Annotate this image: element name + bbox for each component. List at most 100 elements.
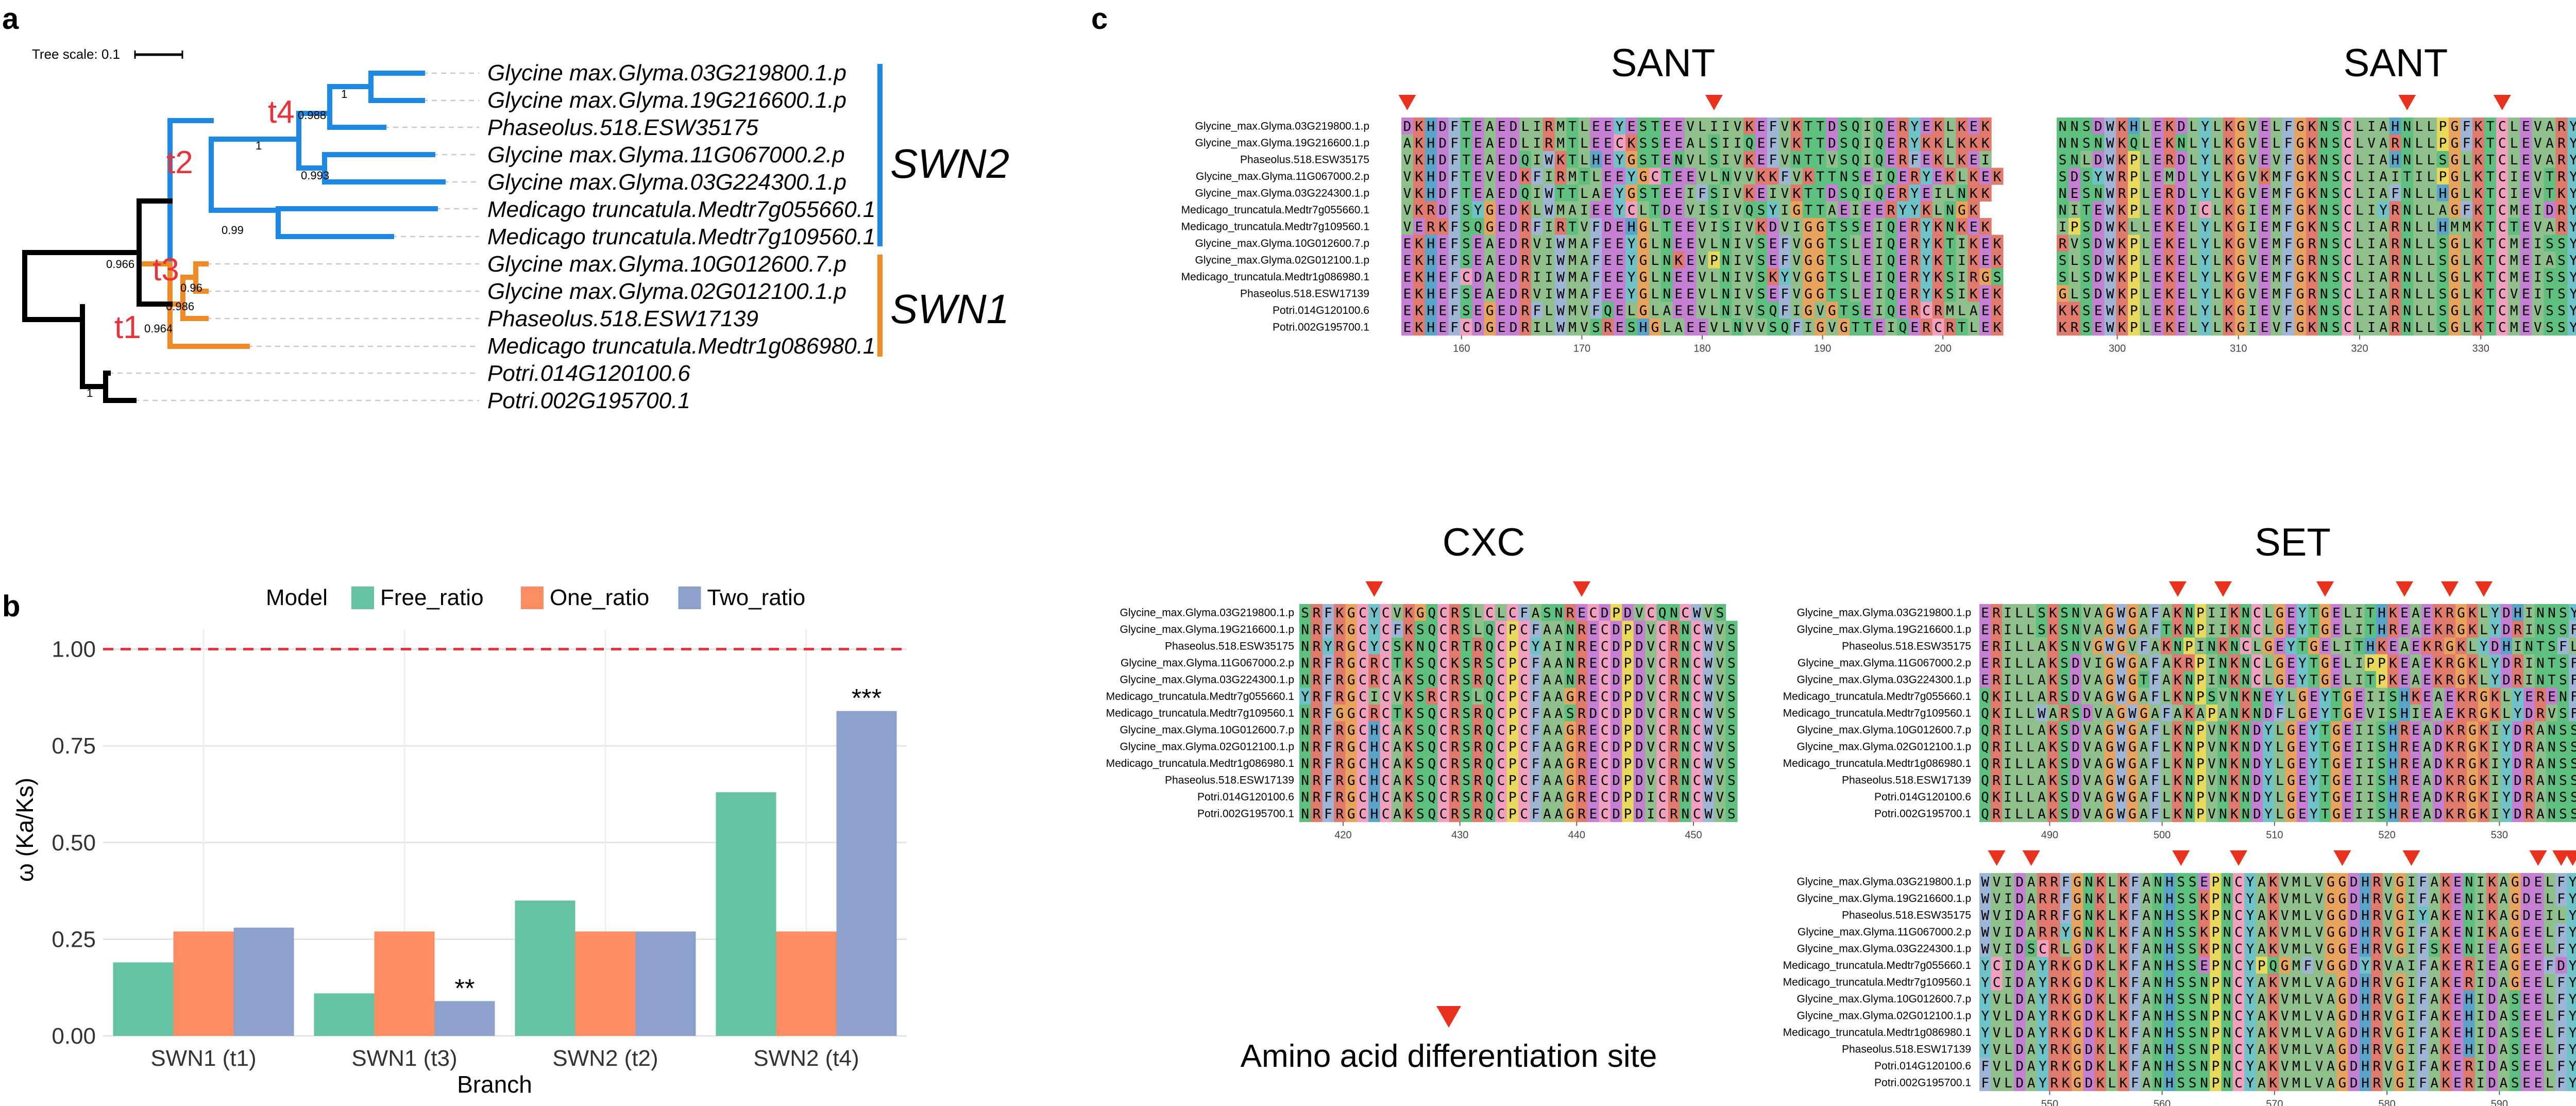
residue-letter: N	[2320, 186, 2328, 202]
residue-letter: S	[1710, 153, 1718, 168]
residue-letter: R	[2391, 203, 2399, 219]
residue-letter: D	[2434, 723, 2443, 739]
residue-letter: Y	[2264, 740, 2273, 755]
residue-letter: L	[2502, 690, 2511, 705]
residue-letter: F	[2151, 757, 2159, 772]
residue-letter: E	[1663, 153, 1671, 168]
residue-letter: E	[1887, 153, 1895, 168]
residue-letter: E	[1757, 186, 1766, 202]
residue-letter: C	[2344, 287, 2352, 302]
residue-letter: G	[2321, 623, 2329, 638]
residue-letter: R	[1578, 623, 1586, 638]
residue-letter: A	[2379, 186, 2387, 202]
residue-letter: G	[2106, 673, 2114, 688]
residue-letter: N	[1301, 723, 1309, 739]
residue-letter: C	[1693, 757, 1701, 772]
residue-letter: G	[2480, 690, 2488, 705]
residue-letter: T	[1663, 170, 1671, 185]
residue-letter: E	[1981, 639, 1989, 655]
sequence-name: Glycine_max.Glyma.11G067000.2.p	[1121, 657, 1294, 669]
residue-letter: F	[1533, 170, 1541, 185]
residue-letter: E	[1899, 220, 1907, 235]
residue-letter: P	[2130, 304, 2138, 319]
residue-letter: N	[2253, 690, 2261, 705]
residue-letter: P	[2196, 723, 2205, 739]
residue-letter: Y	[2201, 320, 2209, 336]
tip-labels: Glycine max.Glyma.03G219800.1.p Glycine …	[487, 60, 875, 413]
residue-cell	[1660, 118, 1673, 135]
residue-letter: R	[2557, 203, 2566, 219]
residue-letter: W	[1704, 723, 1713, 739]
residue-letter: C	[1693, 673, 1701, 688]
residue-letter: C	[2344, 136, 2352, 152]
residue-letter: G	[2296, 186, 2304, 202]
residue-letter: G	[1651, 320, 1659, 336]
residue-letter: R	[1992, 740, 2001, 755]
residue-letter: F	[2559, 639, 2567, 655]
residue-letter: Y	[1370, 606, 1379, 621]
residue-letter: R	[1313, 757, 1321, 772]
residue-letter: K	[2475, 320, 2483, 336]
residue-letter: T	[1828, 270, 1836, 286]
residue-letter: I	[1875, 220, 1884, 235]
residue-letter: Y	[1628, 170, 1636, 185]
residue-letter: D	[2094, 220, 2103, 235]
residue-letter: E	[1674, 136, 1683, 152]
residue-letter: S	[1840, 119, 1848, 135]
residue-letter: S	[2060, 639, 2069, 655]
residue-letter: K	[2165, 287, 2174, 302]
residue-letter: G	[1816, 287, 1824, 302]
residue-letter: G	[1347, 656, 1355, 672]
bar	[314, 993, 375, 1036]
residue-letter: L	[1946, 153, 1954, 168]
residue-letter: R	[1335, 773, 1344, 789]
residue-letter: S	[2038, 606, 2046, 621]
residue-letter: N	[2242, 623, 2250, 638]
residue-letter: E	[1863, 220, 1872, 235]
residue-letter: G	[2237, 203, 2245, 219]
residue-letter: V	[2083, 757, 2091, 772]
residue-letter: E	[2177, 237, 2185, 252]
residue-letter: G	[1639, 304, 1648, 319]
residue-letter: R	[1335, 690, 1344, 705]
sequence-name: Phaseolus.518.ESW35175	[1165, 640, 1294, 652]
residue-letter: D	[1635, 790, 1643, 806]
residue-letter: G	[2451, 320, 2459, 336]
residue-letter: E	[1589, 807, 1598, 822]
residue-letter: I	[1863, 153, 1872, 168]
residue-letter: L	[2189, 186, 2197, 202]
residue-letter: V	[2083, 606, 2091, 621]
residue-letter: G	[2332, 740, 2341, 755]
support-value: 0.988	[298, 109, 326, 122]
residue-letter: L	[2026, 723, 2035, 739]
residue-letter: K	[1405, 623, 1413, 638]
residue-letter: N	[2185, 757, 2193, 772]
ruler-label: 320	[2351, 343, 2368, 355]
residue-letter: C	[2498, 119, 2506, 135]
residue-letter: W	[2117, 656, 2125, 672]
residue-cell	[1484, 118, 1496, 135]
residue-letter: R	[2391, 320, 2399, 336]
residue-letter: E	[1578, 606, 1586, 621]
residue-letter: A	[2174, 706, 2182, 722]
residue-letter: F	[2463, 119, 2471, 135]
residue-letter: N	[2174, 639, 2182, 655]
residue-letter: P	[2130, 287, 2138, 302]
residue-letter: L	[1663, 320, 1671, 336]
residue-letter: W	[2117, 723, 2125, 739]
residue-letter: N	[1566, 623, 1574, 638]
residue-letter: R	[2557, 220, 2566, 235]
residue-letter: A	[2412, 623, 2420, 638]
residue-letter: D	[1510, 170, 1518, 185]
residue-letter: L	[1946, 136, 1954, 152]
residue-letter: E	[2400, 656, 2409, 672]
residue-letter: N	[1682, 723, 1690, 739]
residue-letter: R	[1474, 639, 1482, 655]
residue-letter: P	[1509, 790, 1517, 806]
residue-letter: E	[1604, 186, 1612, 202]
residue-letter: V	[1716, 623, 1724, 638]
y-axis-ticks: 0.000.250.500.751.00	[52, 637, 96, 1049]
y-axis-title: ω (Ka/Ks)	[11, 778, 38, 882]
residue-letter: R	[2536, 690, 2545, 705]
residue-letter: E	[2446, 690, 2454, 705]
